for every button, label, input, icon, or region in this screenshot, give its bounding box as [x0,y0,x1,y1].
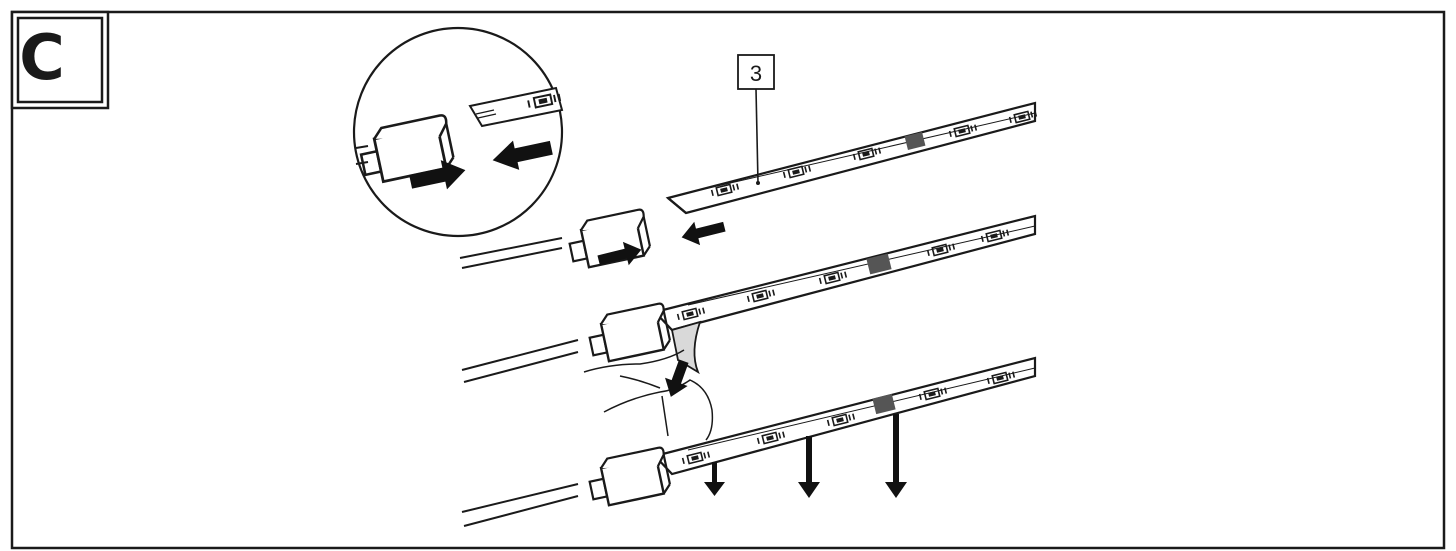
arrow-left-icon [681,221,726,246]
step-label-box-inner [16,16,104,104]
cable-3 [461,483,579,527]
plug-2 [584,301,674,366]
callout-3: 3 [737,54,775,185]
strip-top [665,101,1038,215]
cable-1 [459,237,563,269]
arrow-right-icon [597,241,642,266]
backing-tape [670,320,702,375]
outer-frame [10,10,1446,550]
step-label: C [19,21,65,94]
callout-label: 3 [750,61,762,86]
plug-3 [584,445,674,510]
arrow-down-icon [885,414,907,498]
magnifier-detail [352,26,564,238]
cable-2 [461,339,579,383]
arrow-down-icon [798,436,820,498]
arrow-down-icon [704,462,725,496]
arrow-right-icon [409,160,466,190]
strip-cut-mark [904,132,926,150]
arrow-down-icon [665,359,689,397]
arrow-left-icon [492,140,553,170]
